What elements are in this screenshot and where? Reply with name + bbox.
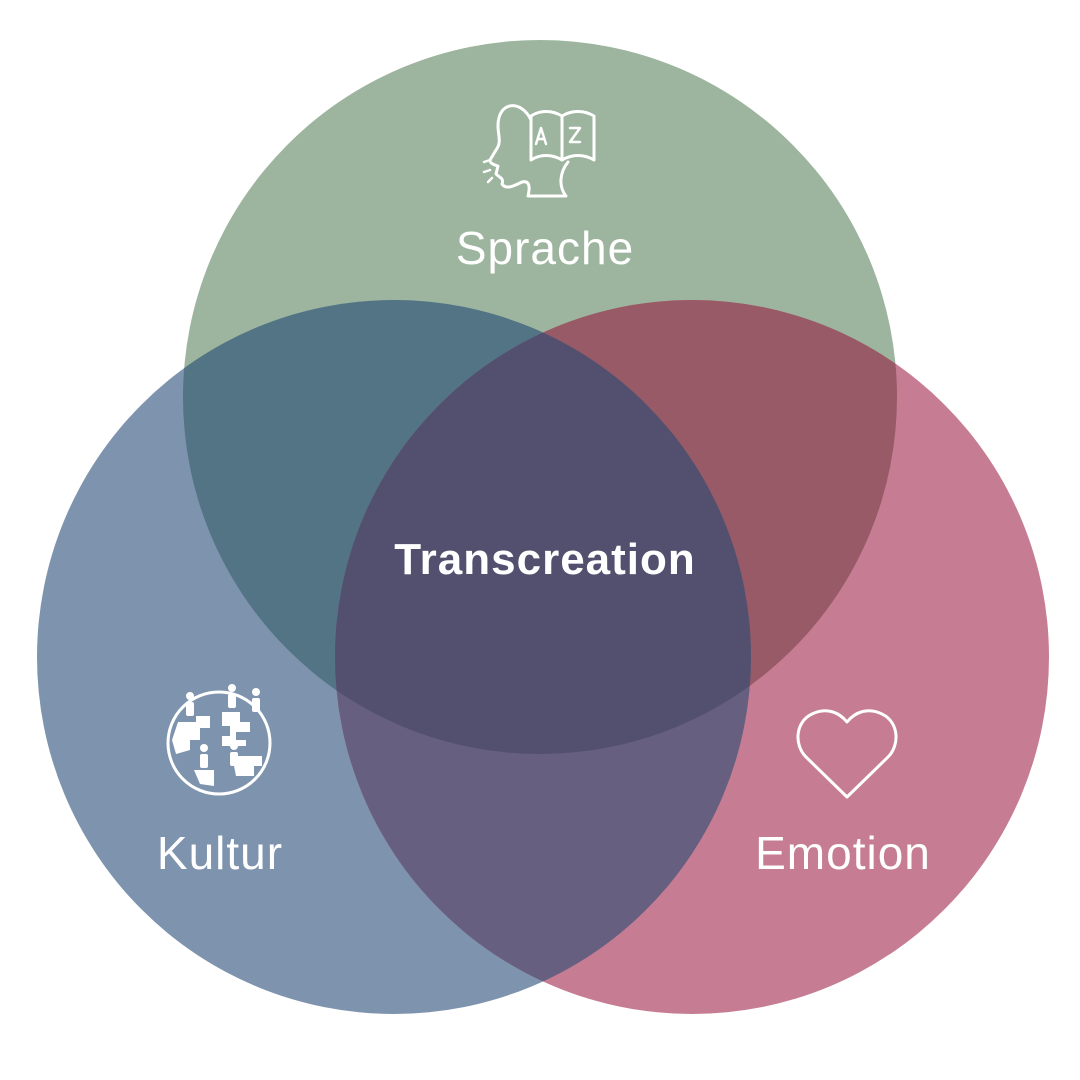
globe-people-icon — [166, 684, 272, 796]
sprache-label: Sprache — [456, 222, 634, 274]
heart-icon — [796, 709, 898, 799]
center-label: Transcreation — [394, 535, 696, 584]
overlap-all — [335, 300, 751, 754]
kultur-label: Kultur — [157, 827, 283, 879]
head-book-icon — [482, 104, 596, 198]
emotion-label: Emotion — [755, 827, 931, 879]
